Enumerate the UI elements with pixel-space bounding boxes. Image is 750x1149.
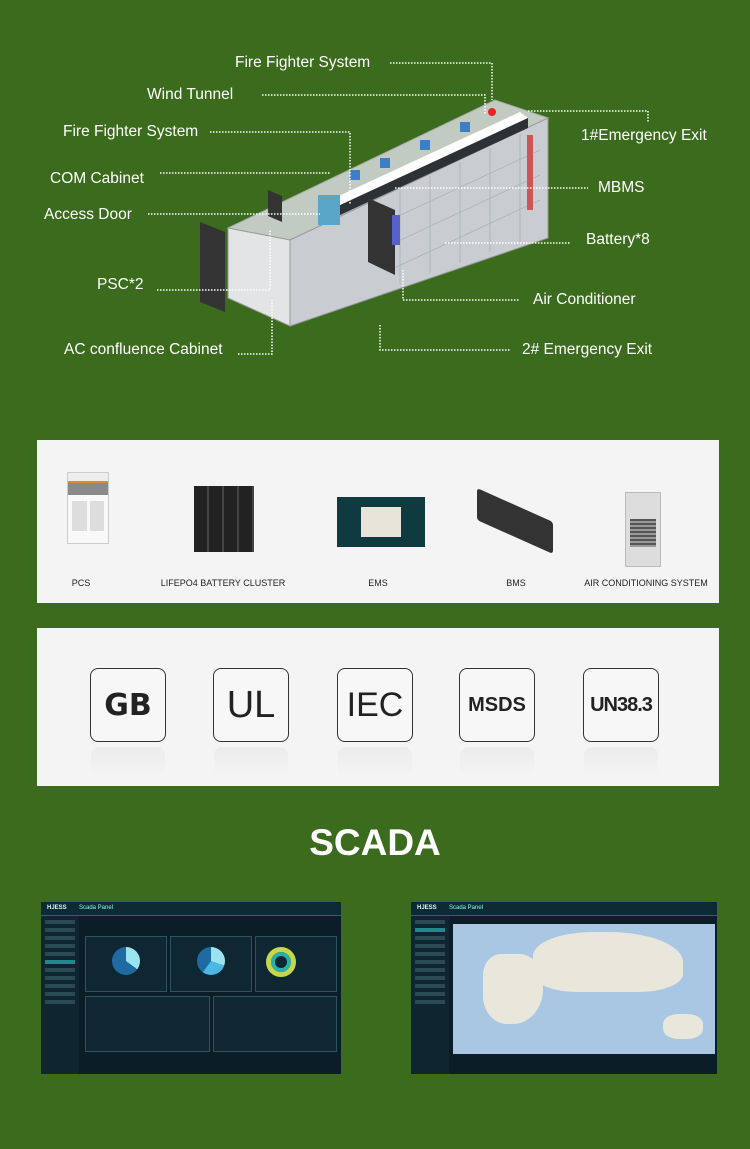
label-access-door: Access Door	[44, 206, 132, 223]
label-com-cabinet: COM Cabinet	[50, 170, 144, 187]
product-label-ems: EMS	[368, 578, 388, 588]
cert-gb-logo: GB	[90, 668, 166, 777]
label-air-conditioner: Air Conditioner	[533, 291, 636, 308]
label-emergency-exit-1: 1#Emergency Exit	[581, 127, 707, 144]
label-battery: Battery*8	[586, 231, 650, 248]
container-illustration	[200, 99, 550, 327]
cert-msds-logo: MSDS	[459, 668, 535, 777]
label-psc: PSC*2	[97, 276, 144, 293]
cert-ul-logo: UL	[213, 668, 289, 777]
label-fire-fighter-system-top: Fire Fighter System	[235, 54, 371, 71]
panel-title: Scada Panel	[79, 905, 114, 911]
product-label-pcs: PCS	[71, 578, 91, 588]
sidebar	[411, 916, 449, 1074]
products-panel: PCS LIFEPO4 BATTERY CLUSTER EMS BMS AIR …	[37, 440, 719, 603]
battery-cluster-image	[194, 486, 254, 552]
container-diagram	[148, 62, 649, 355]
pcs-image	[67, 472, 109, 544]
label-fire-fighter-system-left: Fire Fighter System	[63, 123, 199, 140]
world-map[interactable]	[453, 924, 715, 1054]
bar-chart-card	[85, 996, 210, 1052]
label-mbms: MBMS	[598, 179, 645, 196]
brand-logo: HJESS	[47, 905, 67, 911]
panel-title: Scada Panel	[449, 905, 484, 911]
product-label-battery-cluster: LIFEPO4 BATTERY CLUSTER	[160, 578, 286, 588]
scada-dashboard-screenshot: HJESS Scada Panel	[41, 902, 341, 1074]
ring-card	[255, 936, 337, 992]
label-ac-confluence-cabinet: AC confluence Cabinet	[64, 341, 223, 358]
scada-map-screenshot: HJESS Scada Panel	[411, 902, 717, 1074]
brand-logo: HJESS	[417, 905, 437, 911]
sidebar	[41, 916, 79, 1074]
label-emergency-exit-2: 2# Emergency Exit	[522, 341, 653, 358]
pie-card	[85, 936, 167, 992]
pie-card	[170, 936, 252, 992]
product-label-bms: BMS	[506, 578, 526, 588]
cert-iec-logo: IEC	[337, 668, 413, 777]
bms-image	[477, 488, 553, 554]
label-wind-tunnel: Wind Tunnel	[147, 86, 234, 103]
scada-heading: SCADA	[309, 822, 441, 863]
bar-chart-card	[213, 996, 337, 1052]
air-conditioner-image	[625, 492, 661, 567]
ems-image	[337, 497, 425, 547]
leader-lines	[148, 62, 649, 355]
certifications-panel: GB UL IEC MSDS UN38.3	[37, 628, 719, 786]
cert-un383-logo: UN38.3	[583, 668, 659, 777]
product-label-air-conditioning: AIR CONDITIONING SYSTEM	[584, 578, 708, 588]
